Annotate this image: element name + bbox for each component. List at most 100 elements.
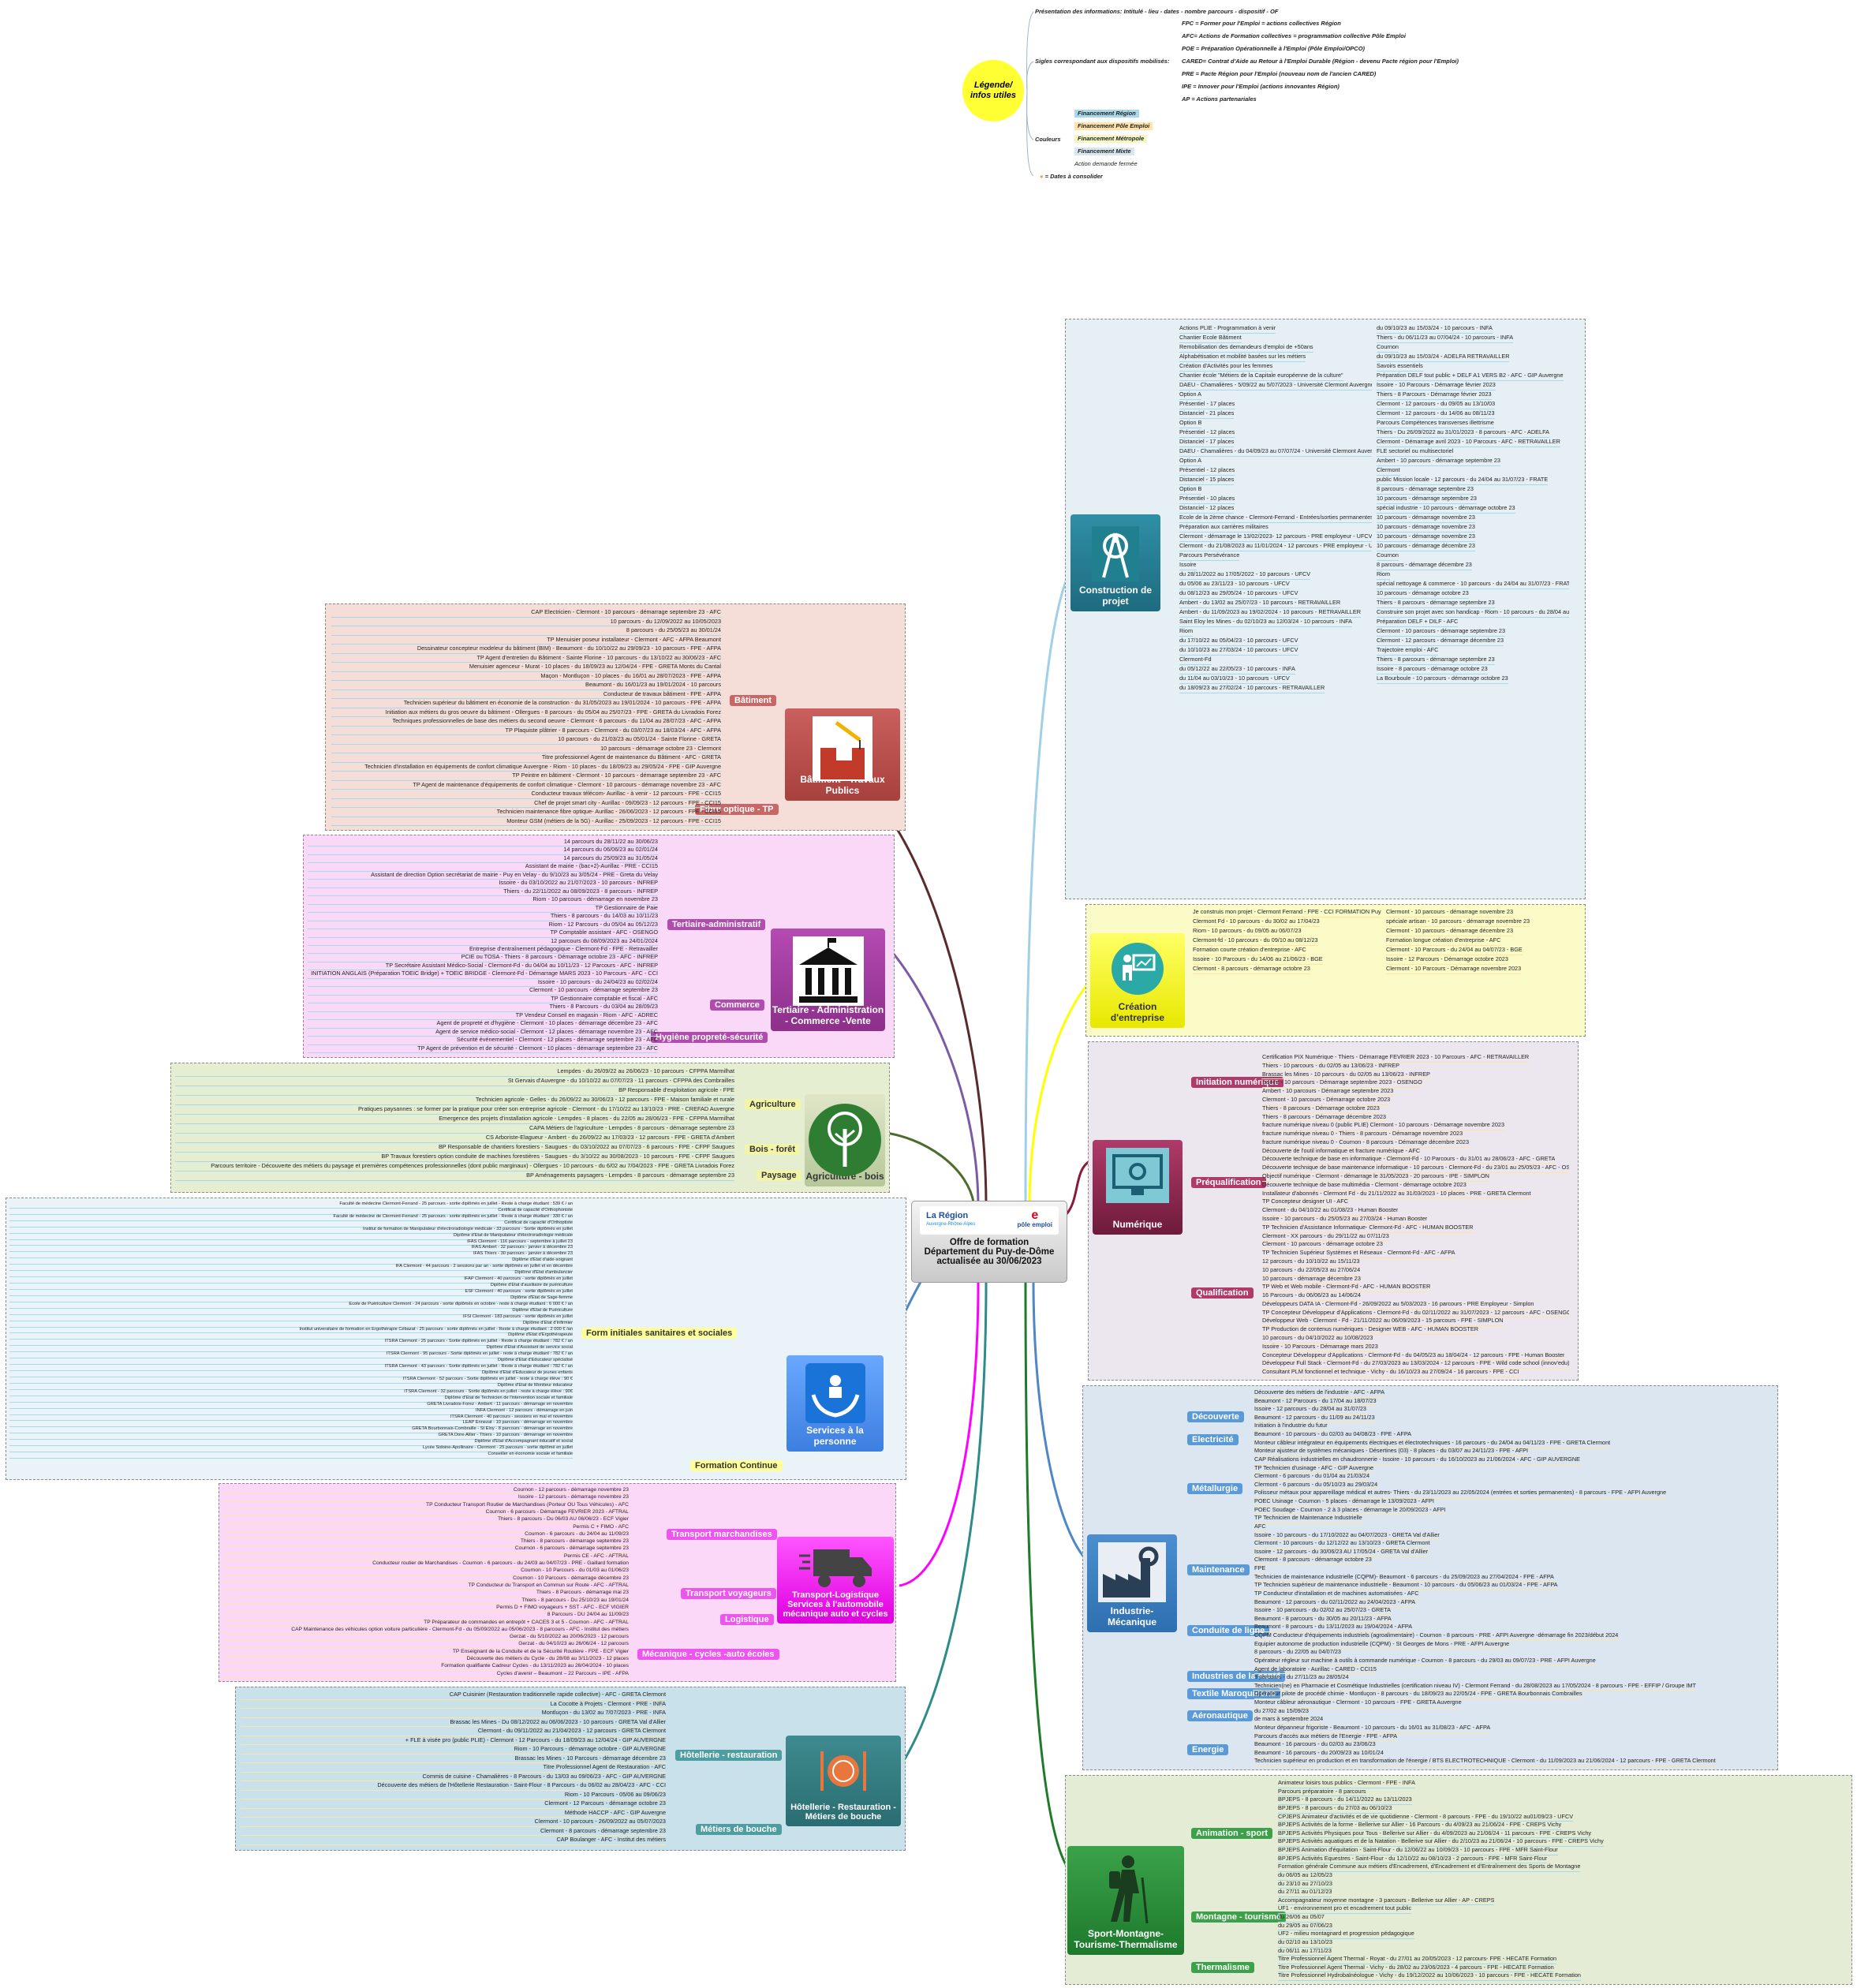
leaf-agriculture: Lempdes - du 26/09/22 au 26/06/23 - 10 p… xyxy=(175,1067,734,1077)
leaf-services: Faculté de médecine de Clermont-Ferrand … xyxy=(9,1214,573,1221)
hub-tertiaire[interactable]: Tertiaire - Administration - Commerce -V… xyxy=(771,929,885,1031)
branch-textile[interactable]: Textile Maroquinerie xyxy=(1187,1688,1281,1699)
leaf-transport: Gerzat - du 5/10/2022 au 20/06/2023 - 12… xyxy=(223,1633,629,1642)
leaf-construction: 10 parcours - démarrage novembre 23 xyxy=(1377,513,1475,523)
leaf-industrie: Opérateur régleur sur machine à outils à… xyxy=(1254,1657,1596,1666)
hub-creation[interactable]: Création d'entreprise xyxy=(1090,933,1185,1028)
branch-hotellerie-restauration[interactable]: Hôtellerie - restauration xyxy=(675,1750,783,1761)
branch-form-initiales[interactable]: Form initiales sanitaires et sociales xyxy=(581,1328,738,1339)
branch-metiers-de-bouche[interactable]: Métiers de bouche xyxy=(696,1824,782,1835)
leaf-hotellerie: Commis de cuisine - Chamalières - 8 Parc… xyxy=(241,1772,666,1782)
legend-item: Sigles correspondant aux dispositifs mob… xyxy=(1035,58,1170,65)
leaf-construction: Thiers - 8 parcours - démarrage septembr… xyxy=(1377,598,1495,608)
hub-construction[interactable]: Construction de projet xyxy=(1070,514,1160,611)
leaf-tertiaire: Issoire - 10 parcours - du 24/04/23 au 0… xyxy=(308,978,658,988)
leaf-creation: Formation longue création d'entreprise -… xyxy=(1386,936,1501,946)
leaf-numerique: TP Technicien d'Assistance Informatique-… xyxy=(1262,1224,1474,1233)
branch-maintenance[interactable]: Maintenance xyxy=(1187,1564,1250,1575)
leaf-services: ITSRA Clermont - 40 parcours - sessions … xyxy=(9,1414,573,1422)
branch-formation-continue[interactable]: Formation Continue xyxy=(690,1460,783,1471)
branch-fibre-optique[interactable]: Fibre optique - TP xyxy=(695,804,779,815)
leaf-construction: Présentiel - 12 places xyxy=(1179,428,1235,438)
hub-btp[interactable]: Bâtiment - Travaux Publics xyxy=(785,708,900,801)
leaf-services: ITSRA Clermont - 25 parcours - Sortie di… xyxy=(9,1339,573,1347)
legend-item: IPE = Innover pour l'Emploi (actions inn… xyxy=(1182,83,1340,90)
branch-electricite[interactable]: Electricité xyxy=(1187,1434,1239,1445)
branch-metallurgie[interactable]: Métallurgie xyxy=(1187,1483,1243,1494)
branch-logistique[interactable]: Logistique xyxy=(720,1614,774,1625)
hub-industrie[interactable]: Industrie-Mécanique xyxy=(1087,1534,1177,1632)
legend-item: Financement Pôle Emploi xyxy=(1074,122,1153,130)
leaf-construction: Ambert - 10 parcours - démarrage septemb… xyxy=(1377,456,1500,466)
leaf-construction: Cournon xyxy=(1377,342,1399,353)
leaf-numerique: Brassac les Mines - 10 parcours - du 02/… xyxy=(1262,1071,1430,1080)
leaf-numerique: 10 parcours - démarrage décembre 23 xyxy=(1262,1275,1361,1284)
leaf-tertiaire: PCIE ou TOSA - Thiers - 8 parcours - Dém… xyxy=(308,953,658,962)
branch-commerce[interactable]: Commerce xyxy=(710,1000,764,1011)
branch-animation-sport[interactable]: Animation - sport xyxy=(1191,1828,1273,1839)
branch-energie[interactable]: Energie xyxy=(1187,1744,1229,1755)
leaf-industrie: Clermont - 6 parcours - du 01/04 au 21/0… xyxy=(1254,1472,1370,1482)
leaf-industrie: Parcours d'accès aux métiers de l'Energi… xyxy=(1254,1732,1398,1742)
leaf-creation: Issoire - 10 Parcours - du 14/06 au 21/0… xyxy=(1193,955,1323,965)
branch-batiment[interactable]: Bâtiment xyxy=(730,695,777,706)
branch-paysage[interactable]: Paysage xyxy=(757,1170,801,1181)
leaf-industrie: Equipier autonome de production industri… xyxy=(1254,1640,1510,1650)
leaf-construction: 8 parcours - démarrage décembre 23 xyxy=(1377,560,1472,570)
leaf-numerique: TP Production de contenus numériques - D… xyxy=(1262,1325,1478,1336)
hub-industrie-label: Industrie-Mécanique xyxy=(1107,1605,1156,1627)
compass-icon xyxy=(1092,526,1139,581)
branch-qualification[interactable]: Qualification xyxy=(1191,1287,1254,1299)
leaf-construction: spécial industrie - 10 parcours - démarr… xyxy=(1377,503,1515,514)
branch-transport-voyageurs[interactable]: Transport voyageurs xyxy=(681,1588,776,1599)
leaf-sport: BPJEPS - 8 parcours - du 14/11/2022 au 1… xyxy=(1278,1796,1412,1805)
leaf-btp: 10 parcours - du 21/03/23 au 05/01/24 - … xyxy=(331,734,721,745)
branch-prequalification[interactable]: Préqualification xyxy=(1191,1177,1266,1188)
leaf-numerique: Développeur Full Stack - Clermont-Fd - d… xyxy=(1262,1359,1569,1370)
branch-conduite-de-ligne[interactable]: Conduite de ligne xyxy=(1187,1625,1270,1636)
hub-agriculture[interactable]: Agriculture - bois xyxy=(805,1094,885,1186)
leaf-numerique: 12 parcours - du 10/10/22 au 15/11/23 xyxy=(1262,1257,1360,1267)
leaf-construction: Cournon xyxy=(1377,551,1399,561)
hub-hotellerie[interactable]: Hôtellerie - Restauration - Métiers de b… xyxy=(786,1736,901,1826)
branch-hygiene[interactable]: Hygiène propreté-sécurité xyxy=(651,1032,768,1043)
hub-transport[interactable]: Transport-Logistique Services à l'automo… xyxy=(777,1537,894,1624)
leaf-construction: Thiers - du 06/11/23 au 07/04/24 - 10 pa… xyxy=(1377,333,1514,343)
leaf-construction: Option B xyxy=(1179,484,1202,495)
leaf-services: IFA Clermont - 44 parcours - 2 sessions … xyxy=(9,1264,573,1272)
hub-services[interactable]: Services à la personne xyxy=(787,1355,884,1452)
branch-thermalisme[interactable]: Thermalisme xyxy=(1191,1962,1254,1973)
leaf-numerique: TP Concepteur designer UI - AFC xyxy=(1262,1198,1348,1208)
branch-decouverte[interactable]: Découverte xyxy=(1187,1411,1244,1422)
leaf-transport: Gerzat - du 04/10/23 au 26/06/24 - 12 pa… xyxy=(223,1640,629,1649)
leaf-btp: Dessinateur concepteur modeleur du bâtim… xyxy=(331,644,721,654)
branch-transport-marchandises[interactable]: Transport marchandises xyxy=(667,1529,777,1540)
hub-sport[interactable]: Sport-Montagne-Tourisme-Thermalisme xyxy=(1067,1846,1184,1955)
leaf-numerique: Issoire - 10 parcours - Démarrage septem… xyxy=(1262,1078,1422,1089)
leaf-btp: Monteur GSM (métiers de la 5G) - Aurilla… xyxy=(331,816,721,826)
leaf-industrie: Monteur câbleur aéronautique - Clermont … xyxy=(1254,1698,1462,1708)
branch-mecanique[interactable]: Mécanique - cycles -auto écoles xyxy=(637,1649,779,1660)
leaf-construction: Préparation DELF tout public + DELF A1 V… xyxy=(1377,371,1564,381)
branch-agriculture[interactable]: Agriculture xyxy=(745,1099,801,1110)
leaf-sport: CPJEPS Animateur d'activités et de vie q… xyxy=(1278,1813,1574,1822)
branch-aeronautique[interactable]: Aéronautique xyxy=(1187,1710,1253,1721)
leaf-sport: BPJEPS Activités Physiques pour Tous - B… xyxy=(1278,1829,1592,1839)
leaf-btp: TP Agent de maintenance d'équipements de… xyxy=(331,780,721,790)
hub-numerique[interactable]: Numérique xyxy=(1093,1140,1183,1235)
leaf-services: Certificat de capacité d'Orthoptiste xyxy=(9,1220,573,1228)
leaf-creation: Issoire - 12 Parcours - Démarrage octobr… xyxy=(1386,955,1508,965)
branch-initiation-numerique[interactable]: Initiation numérique xyxy=(1191,1077,1284,1088)
helping-hands-icon xyxy=(805,1363,865,1423)
branch-bois-foret[interactable]: Bois - forêt xyxy=(745,1144,801,1155)
leaf-industrie: Polisseur métaux pour appareillage médic… xyxy=(1254,1489,1667,1499)
leaf-agriculture: Technicien agricole - Gelles - du 26/09/… xyxy=(175,1095,734,1105)
branch-montagne-tourisme[interactable]: Montagne - tourisme xyxy=(1191,1911,1287,1923)
leaf-services: Diplôme d'Etat de Puériculture xyxy=(9,1308,573,1315)
leaf-services: Diplôme d'Etat d'aide-soignant xyxy=(9,1257,573,1265)
branch-tertiaire-administratif[interactable]: Tertiaire-administratif xyxy=(667,919,766,930)
leaf-industrie: Clermont - 8 parcours - démarrage octobr… xyxy=(1254,1556,1372,1566)
leaf-construction: du 17/10/22 au 05/04/23 - 10 parcours - … xyxy=(1179,636,1298,646)
